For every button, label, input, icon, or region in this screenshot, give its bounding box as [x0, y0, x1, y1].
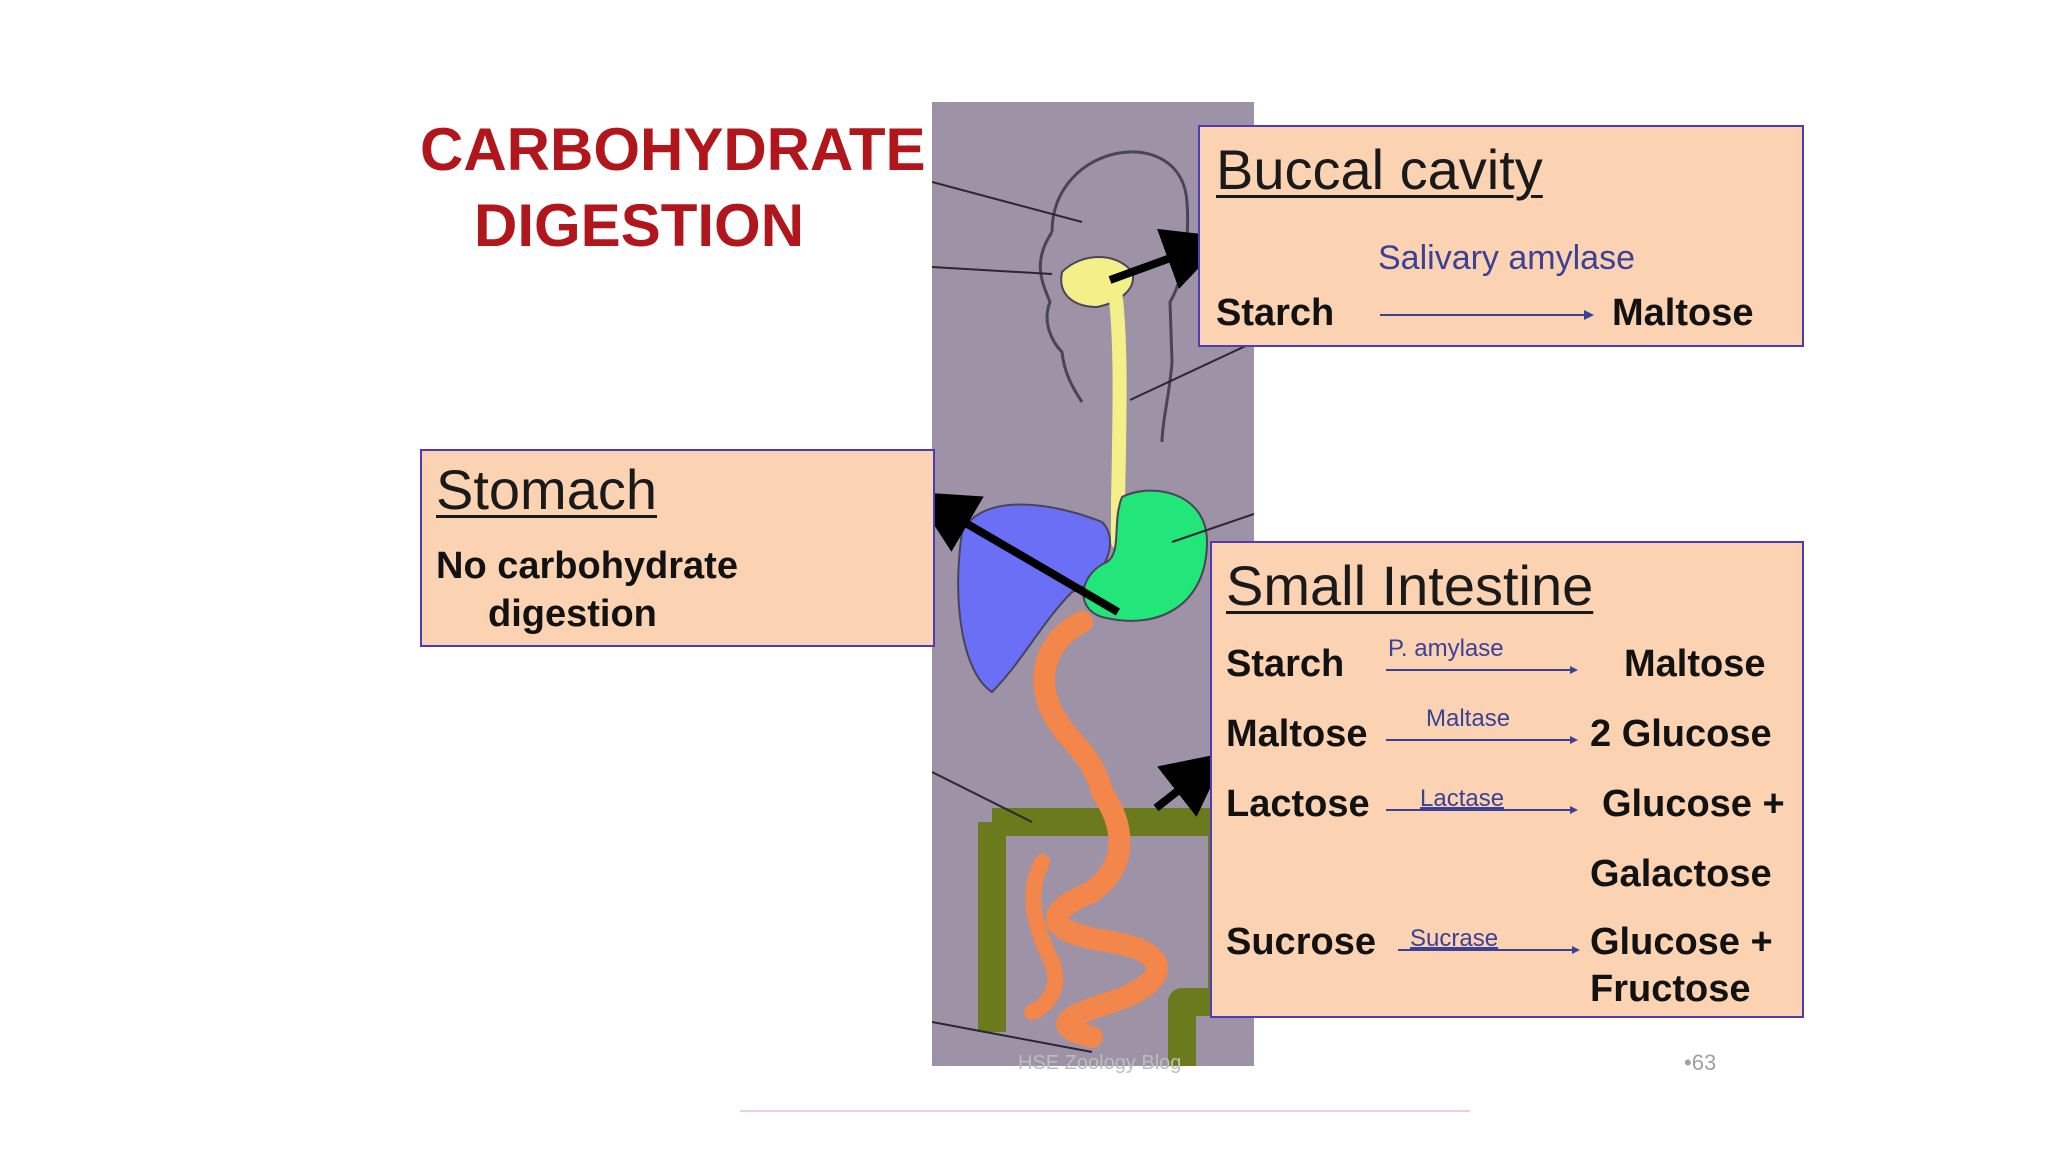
- arrow-to-small-intestine-box: [1153, 752, 1228, 817]
- stomach-box: Stomach No carbohydrate digestion: [420, 449, 935, 647]
- arrow-to-stomach-box: [912, 491, 1121, 616]
- title-line-2: DIGESTION: [474, 192, 805, 259]
- buccal-substrate: Starch: [1216, 292, 1335, 334]
- reaction-substrate: Maltose: [1226, 713, 1368, 755]
- buccal-enzyme: Salivary amylase: [1378, 239, 1635, 277]
- reaction-substrate: Lactose: [1226, 783, 1370, 825]
- reaction-product: Glucose +: [1590, 921, 1773, 963]
- reaction-product: Maltose: [1624, 643, 1766, 685]
- reaction-product: 2 Glucose: [1590, 713, 1772, 755]
- reaction-enzyme: Sucrase: [1410, 925, 1499, 952]
- page-number: •63: [1684, 1050, 1717, 1075]
- buccal-cavity-heading: Buccal cavity: [1216, 138, 1543, 201]
- reaction-substrate: Starch: [1226, 643, 1345, 685]
- reaction-enzyme: P. amylase: [1388, 635, 1504, 662]
- reaction-arrow: [1398, 946, 1580, 954]
- reaction-product-2: Fructose: [1590, 968, 1751, 1010]
- footer-rule: [740, 1110, 1470, 1112]
- small-intestine-box: Small Intestine Starch P. amylase Maltos…: [1210, 541, 1804, 1018]
- reaction-product-2: Galactose: [1590, 853, 1772, 895]
- small-intestine-heading: Small Intestine: [1226, 554, 1594, 617]
- buccal-product: Maltose: [1612, 292, 1754, 334]
- stomach-heading: Stomach: [436, 458, 657, 521]
- reaction-substrate: Sucrose: [1226, 921, 1376, 963]
- footer-source: HSE Zoology Blog: [1018, 1052, 1182, 1074]
- reaction-arrow: [1386, 666, 1578, 674]
- digestive-system-illustration: [932, 102, 1254, 1066]
- reaction-arrow: [1386, 806, 1578, 814]
- stomach-line-1: No carbohydrate: [436, 545, 738, 587]
- reaction-arrow: [1386, 736, 1578, 744]
- stomach-line-2: digestion: [488, 593, 657, 635]
- reaction-enzyme: Maltase: [1426, 705, 1511, 732]
- page-title: CARBOHYDRATE DIGESTION: [420, 112, 926, 264]
- buccal-reaction-arrow: [1380, 310, 1594, 320]
- reaction-product: Glucose +: [1602, 783, 1785, 825]
- arrow-to-buccal-box: [1108, 228, 1229, 290]
- title-line-1: CARBOHYDRATE: [420, 116, 926, 183]
- buccal-cavity-box: Buccal cavity Salivary amylase Starch Ma…: [1198, 125, 1804, 347]
- reaction-enzyme: Lactase: [1420, 785, 1505, 812]
